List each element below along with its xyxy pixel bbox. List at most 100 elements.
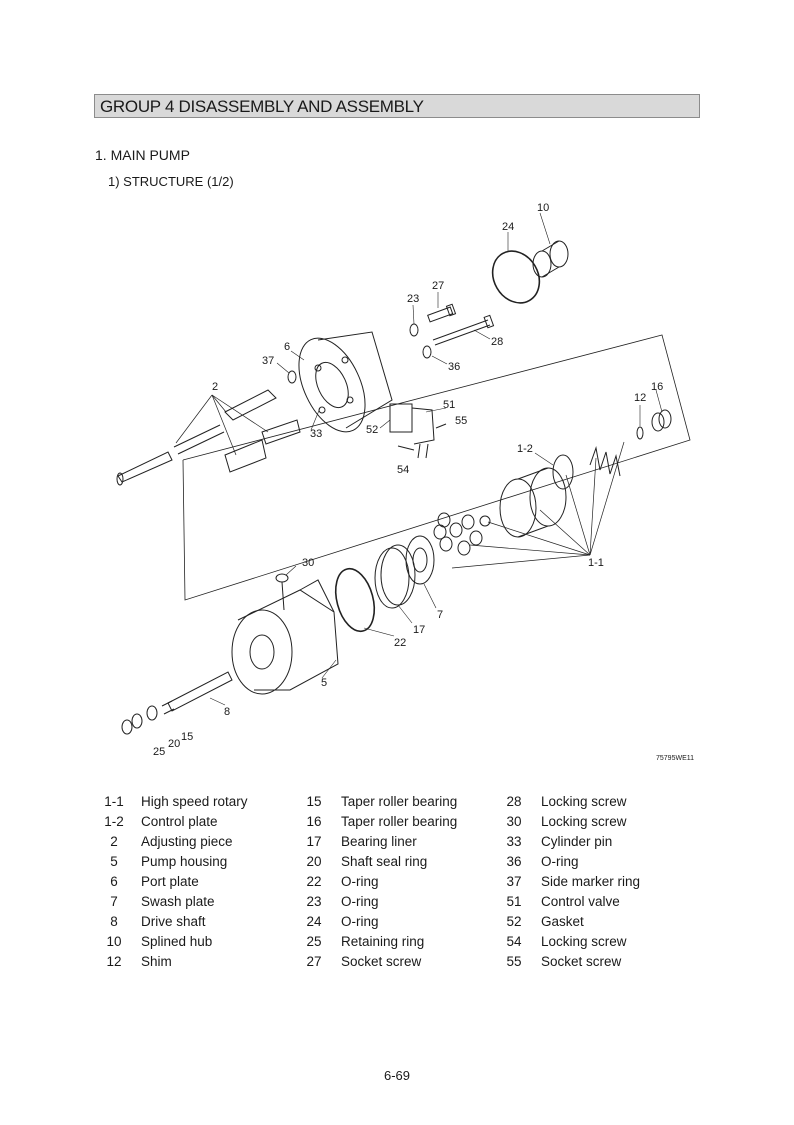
part-number: 24 — [306, 914, 322, 929]
callout-16: 16 — [651, 381, 663, 393]
callout-51: 51 — [443, 399, 455, 411]
drive-shaft-8 — [161, 671, 233, 715]
part-number: 22 — [306, 874, 322, 889]
socket-screw-55 — [435, 423, 447, 429]
exploded-view-diagram: 10 24 27 23 28 6 37 36 2 33 51 52 55 54 … — [116, 202, 694, 762]
part-name: Gasket — [541, 914, 584, 929]
callout-15: 15 — [181, 731, 193, 743]
locking-screw-30 — [275, 573, 289, 611]
high-speed-rotary-1-1 — [433, 467, 567, 556]
group-title: GROUP 4 DISASSEMBLY AND ASSEMBLY — [100, 97, 424, 116]
part-name: Bearing liner — [341, 834, 417, 849]
part-number: 27 — [306, 954, 322, 969]
part-number: 37 — [506, 874, 522, 889]
part-number: 25 — [306, 934, 322, 949]
socket-screw-27 — [427, 303, 457, 323]
callout-27: 27 — [432, 280, 444, 292]
o-ring-24 — [491, 250, 541, 304]
o-ring-23 — [409, 323, 419, 337]
callout-28: 28 — [491, 336, 503, 348]
spring — [589, 446, 621, 477]
callout-8: 8 — [224, 706, 230, 718]
callout-10: 10 — [537, 202, 549, 214]
bearing-15-20-25 — [121, 705, 158, 735]
part-name: O-ring — [341, 874, 379, 889]
callout-1-1: 1-1 — [588, 557, 604, 569]
part-name: O-ring — [541, 854, 579, 869]
splined-hub-10 — [532, 240, 569, 278]
part-name: Swash plate — [141, 894, 215, 909]
part-row: 17 Bearing liner — [300, 832, 500, 852]
o-ring-36 — [422, 345, 432, 359]
callout-17: 17 — [413, 624, 425, 636]
part-name: High speed rotary — [141, 794, 248, 809]
part-row: 54 Locking screw — [500, 932, 700, 952]
pump-housing-5 — [231, 579, 339, 695]
part-number: 6 — [110, 874, 118, 889]
callout-55: 55 — [455, 415, 467, 427]
callout-36: 36 — [448, 361, 460, 373]
callout-20: 20 — [168, 738, 180, 750]
group-header-bar: GROUP 4 DISASSEMBLY AND ASSEMBLY — [94, 94, 700, 118]
port-plate-6 — [298, 331, 393, 433]
part-name: Socket screw — [541, 954, 622, 969]
callout-37: 37 — [262, 355, 274, 367]
part-number: 12 — [106, 954, 122, 969]
part-name: Retaining ring — [341, 934, 425, 949]
part-number: 54 — [506, 934, 522, 949]
taper-roller-bearing-16 — [651, 409, 672, 432]
part-number: 16 — [306, 814, 322, 829]
part-name: Drive shaft — [141, 914, 206, 929]
part-name: Socket screw — [341, 954, 422, 969]
section-title: 1. MAIN PUMP — [95, 147, 190, 163]
side-marker-ring-37 — [287, 370, 297, 384]
part-name: Side marker ring — [541, 874, 641, 889]
part-name: O-ring — [341, 914, 379, 929]
callout-33: 33 — [310, 428, 322, 440]
part-name: Control plate — [141, 814, 218, 829]
callout-30: 30 — [302, 557, 314, 569]
part-number: 1-1 — [104, 794, 124, 809]
callout-23: 23 — [407, 293, 419, 305]
drawing-code: 75795WE11 — [656, 755, 694, 762]
structure-subtitle: 1) STRUCTURE (1/2) — [108, 174, 234, 190]
frame-outline — [182, 334, 691, 601]
part-row: 24 O-ring — [300, 912, 500, 932]
part-name: Adjusting piece — [141, 834, 233, 849]
locking-screw-28 — [432, 314, 495, 346]
part-number: 23 — [306, 894, 322, 909]
part-name: Taper roller bearing — [341, 814, 458, 829]
locking-screw-54 — [397, 445, 415, 451]
part-name: Locking screw — [541, 794, 627, 809]
callout-24: 24 — [502, 221, 514, 233]
part-number: 17 — [306, 834, 322, 849]
part-name: Control valve — [541, 894, 620, 909]
callout-7: 7 — [437, 609, 443, 621]
part-name: Cylinder pin — [541, 834, 613, 849]
adjusting-piece-2 — [116, 389, 301, 486]
callout-52: 52 — [366, 424, 378, 436]
part-number: 51 — [506, 894, 522, 909]
control-plate-1-2 — [552, 454, 574, 490]
part-row: 1-1 High speed rotary — [100, 792, 300, 812]
swash-plate-7 — [405, 535, 435, 585]
part-number: 5 — [110, 854, 118, 869]
part-name: Locking screw — [541, 934, 627, 949]
part-number: 33 — [506, 834, 522, 849]
part-name: Taper roller bearing — [341, 794, 458, 809]
o-ring-22 — [334, 567, 376, 633]
part-row: 37 Side marker ring — [500, 872, 700, 892]
part-row: 33 Cylinder pin — [500, 832, 700, 852]
